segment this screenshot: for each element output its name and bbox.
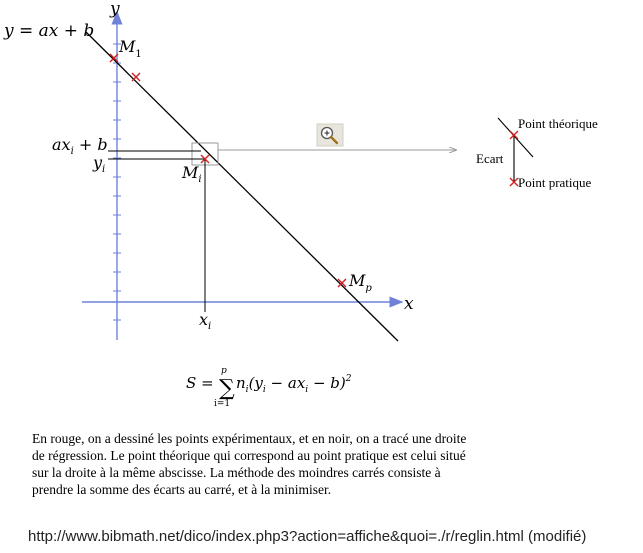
point-marker-m1 — [109, 53, 119, 63]
point-marker-mi — [200, 154, 210, 164]
regression-line — [85, 31, 399, 342]
svg-text:∑: ∑ — [219, 376, 235, 401]
label-yi: yi — [92, 153, 105, 175]
inset-theoretical-label: Point théorique — [518, 116, 598, 131]
y-axis-label: y — [109, 0, 120, 19]
label-m1: M1 — [118, 37, 142, 60]
caption-line: prendre la somme des écarts au carré, et… — [32, 482, 332, 497]
point-marker-2 — [131, 72, 141, 82]
label-mi: Mi — [181, 163, 202, 185]
regression-diagram: y x y = ax + b M1 Mi Mp axi + b yi xi S … — [3, 0, 598, 409]
caption-line: de régression. Le point théorique qui co… — [32, 448, 466, 463]
caption-line: sur la droite à la même abscisse. La mét… — [32, 465, 441, 480]
svg-text:p: p — [221, 366, 227, 376]
label-mp: Mp — [348, 271, 372, 294]
svg-text:ni(yi − axi − b)2: ni(yi − axi − b)2 — [236, 374, 352, 395]
inset-practical-label: Point pratique — [518, 175, 592, 190]
inset-theoretical-marker — [509, 130, 519, 140]
svg-text:i=1: i=1 — [214, 399, 230, 409]
least-squares-formula: S = ∑ p i=1 ni(yi − axi − b)2 — [186, 366, 352, 409]
x-axis-label: x — [404, 294, 414, 314]
y-axis-ticks — [113, 43, 121, 321]
label-axi-plus-b: axi + b — [52, 135, 108, 157]
svg-text:S =: S = — [186, 374, 214, 392]
label-xi: xi — [199, 310, 211, 332]
zoom-in-icon[interactable] — [316, 123, 344, 147]
inset-line — [497, 117, 534, 158]
source-url: http://www.bibmath.net/dico/index.php3?a… — [28, 528, 587, 545]
inset-gap-label: Ecart — [476, 151, 504, 166]
inset-practical-marker — [509, 177, 519, 187]
line-equation: y = ax + b — [3, 21, 94, 41]
caption: En rouge, on a dessiné les points expéri… — [32, 430, 532, 498]
point-marker-mp — [337, 278, 347, 288]
caption-line: En rouge, on a dessiné les points expéri… — [32, 431, 467, 446]
gap-inset: Point théorique Ecart Point pratique — [476, 116, 598, 190]
